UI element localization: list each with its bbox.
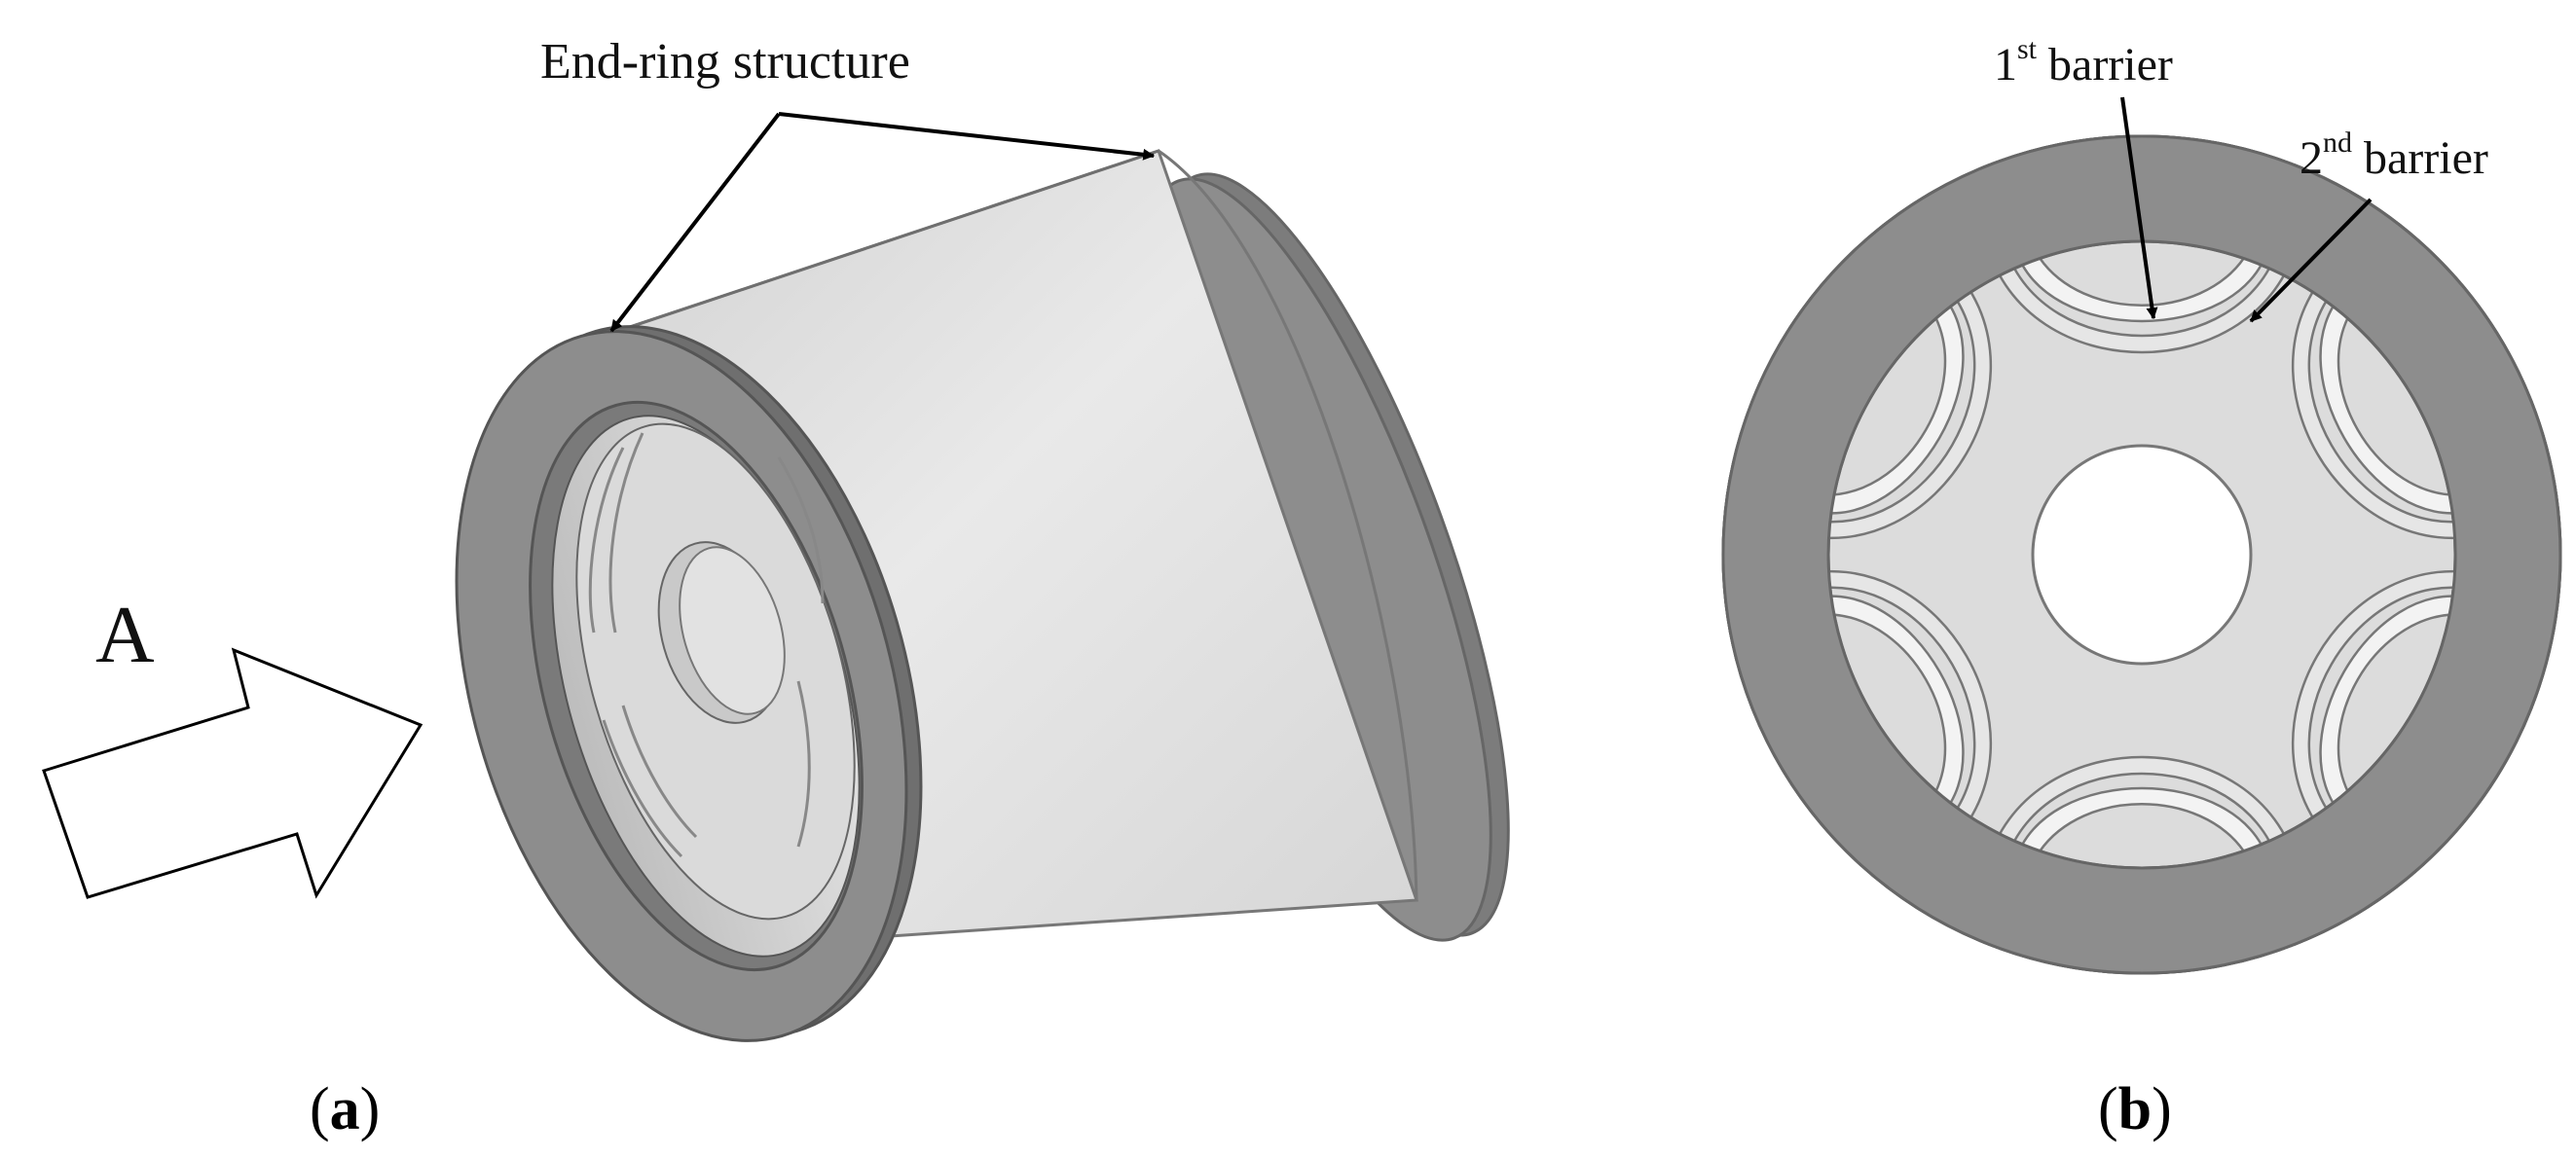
panel-a: End-ring structure A (a) bbox=[42, 34, 1510, 1142]
caption-a-close: ) bbox=[360, 1076, 381, 1142]
caption-b-letter: b bbox=[2118, 1076, 2152, 1142]
second-barrier-word: barrier bbox=[2352, 132, 2488, 184]
caption-a-open: ( bbox=[310, 1076, 330, 1142]
first-barrier-word: barrier bbox=[2037, 39, 2173, 91]
caption-a: (a) bbox=[310, 1076, 380, 1142]
first-barrier-sup: st bbox=[2017, 33, 2038, 65]
first-barrier-label: 1st barrier bbox=[1994, 33, 2173, 91]
first-barrier-num: 1 bbox=[1994, 39, 2017, 91]
end-ring-label: End-ring structure bbox=[540, 34, 910, 90]
second-barrier-num: 2 bbox=[2300, 132, 2323, 184]
view-direction-arrow bbox=[42, 647, 423, 899]
caption-a-letter: a bbox=[330, 1076, 360, 1142]
caption-b: (b) bbox=[2098, 1076, 2172, 1142]
shaft-hole bbox=[2031, 444, 2253, 666]
second-barrier-label: 2nd barrier bbox=[2300, 127, 2488, 184]
inner-rotor-face bbox=[575, 422, 856, 921]
view-direction-label: A bbox=[95, 590, 155, 680]
end-ring-arrows bbox=[609, 112, 1156, 333]
second-barrier-sup: nd bbox=[2323, 127, 2352, 159]
panel-b: 1st barrier 2nd barrier (b) bbox=[1721, 33, 2562, 1142]
caption-b-open: ( bbox=[2098, 1076, 2118, 1142]
flux-barriers bbox=[1789, 239, 2494, 870]
caption-b-close: ) bbox=[2152, 1076, 2172, 1142]
barrier-arrows bbox=[2120, 96, 2373, 323]
